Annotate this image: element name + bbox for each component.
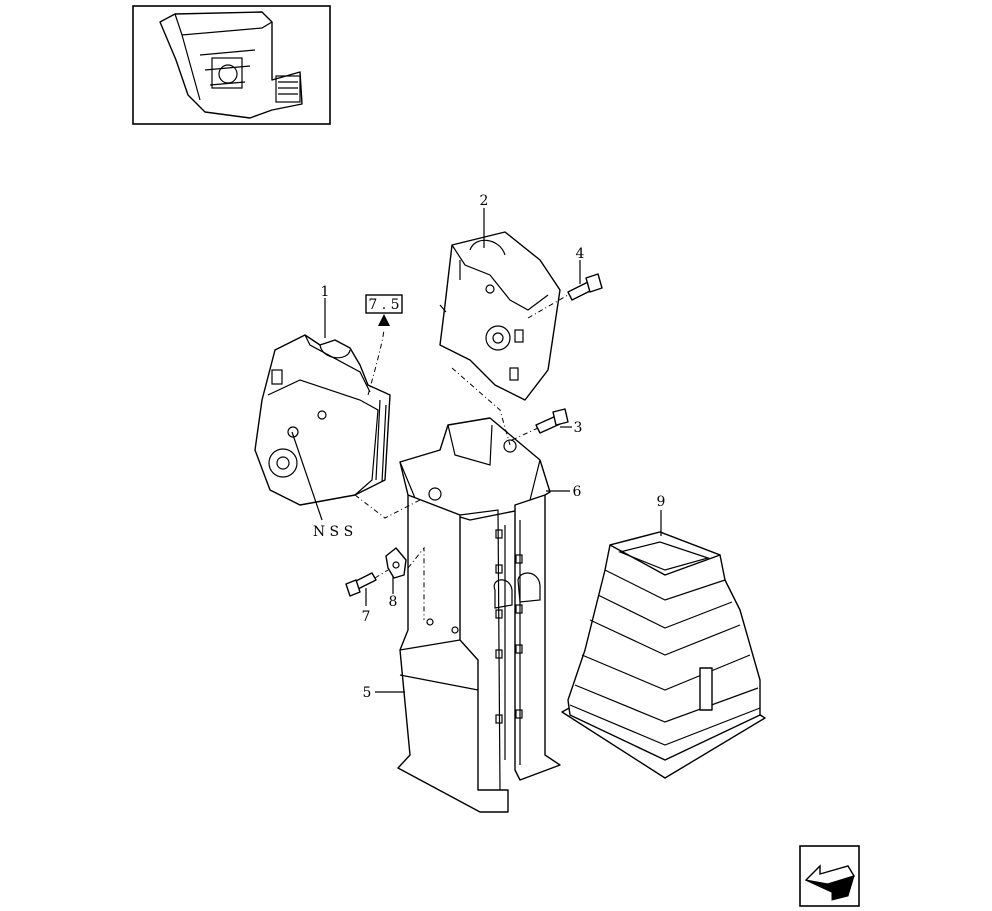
part-5-column[interactable] bbox=[397, 494, 561, 813]
callout-5: 5 bbox=[363, 685, 372, 701]
part-6-column-housing[interactable] bbox=[399, 417, 551, 521]
callout-2: 2 bbox=[480, 193, 489, 209]
part-3-bolt[interactable] bbox=[535, 408, 569, 434]
previous-page-arrow-icon bbox=[804, 864, 856, 901]
callout-4: 4 bbox=[576, 246, 585, 262]
callout-7: 7 bbox=[362, 609, 371, 625]
callout-9: 9 bbox=[657, 494, 666, 510]
reference-box-label: 7 . 5 bbox=[368, 297, 399, 313]
reference-box[interactable]: 7 . 5 bbox=[365, 294, 403, 326]
part-7-screw[interactable] bbox=[345, 572, 377, 597]
reference-arrow-icon bbox=[378, 314, 390, 326]
part-9-bellows-boot[interactable] bbox=[561, 531, 766, 779]
nss-label: N S S bbox=[313, 524, 353, 540]
callout-labels: 1 2 3 4 5 6 7 8 9 N S S bbox=[313, 193, 666, 701]
callout-3: 3 bbox=[574, 420, 583, 436]
part-1-left-cover[interactable] bbox=[254, 334, 391, 506]
assembly-lines bbox=[354, 294, 569, 620]
part-2-right-cover[interactable] bbox=[439, 231, 561, 401]
part-4-bolt[interactable] bbox=[567, 273, 603, 301]
leader-lines bbox=[291, 208, 662, 693]
cab-overview-thumbnail[interactable] bbox=[132, 5, 331, 125]
previous-page-button[interactable] bbox=[799, 845, 860, 907]
part-8-clip[interactable] bbox=[385, 547, 407, 579]
callout-8: 8 bbox=[389, 594, 398, 610]
callout-1: 1 bbox=[321, 284, 330, 300]
callout-6: 6 bbox=[573, 484, 582, 500]
